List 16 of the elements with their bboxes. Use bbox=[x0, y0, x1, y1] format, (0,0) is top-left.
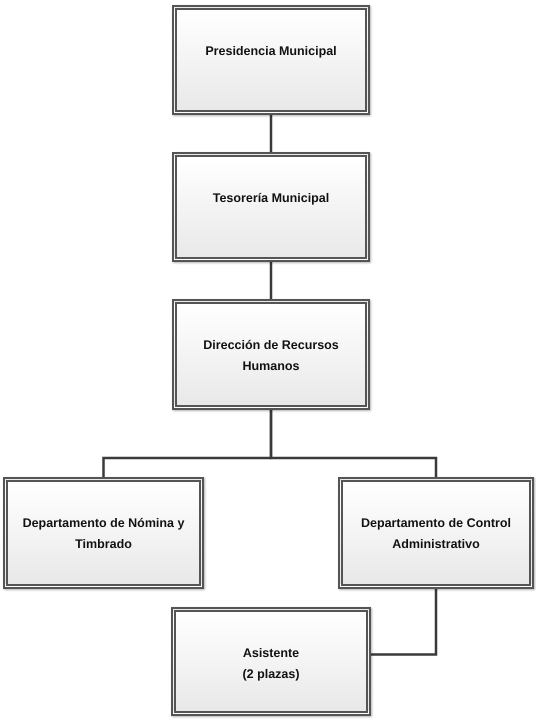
unit-name: Tesorería Municipal bbox=[212, 190, 330, 207]
org-box bbox=[172, 152, 370, 262]
connector-line bbox=[371, 589, 438, 656]
org-box bbox=[171, 607, 371, 716]
unit-name: Departamento de Nómina y Timbrado bbox=[22, 515, 186, 553]
org-box bbox=[172, 299, 370, 410]
connector-line bbox=[270, 262, 272, 299]
unit-name: Presidencia Municipal bbox=[205, 43, 337, 60]
unit-name: Asistente (2 plazas) bbox=[242, 645, 300, 683]
org-box bbox=[338, 477, 534, 589]
org-box bbox=[172, 5, 370, 115]
connector-line bbox=[270, 410, 438, 477]
unit-name: Departamento de Control Administrativo bbox=[360, 515, 512, 553]
connector-line bbox=[270, 115, 272, 152]
org-box bbox=[3, 477, 204, 589]
unit-name: Dirección de Recursos Humanos bbox=[202, 337, 340, 375]
